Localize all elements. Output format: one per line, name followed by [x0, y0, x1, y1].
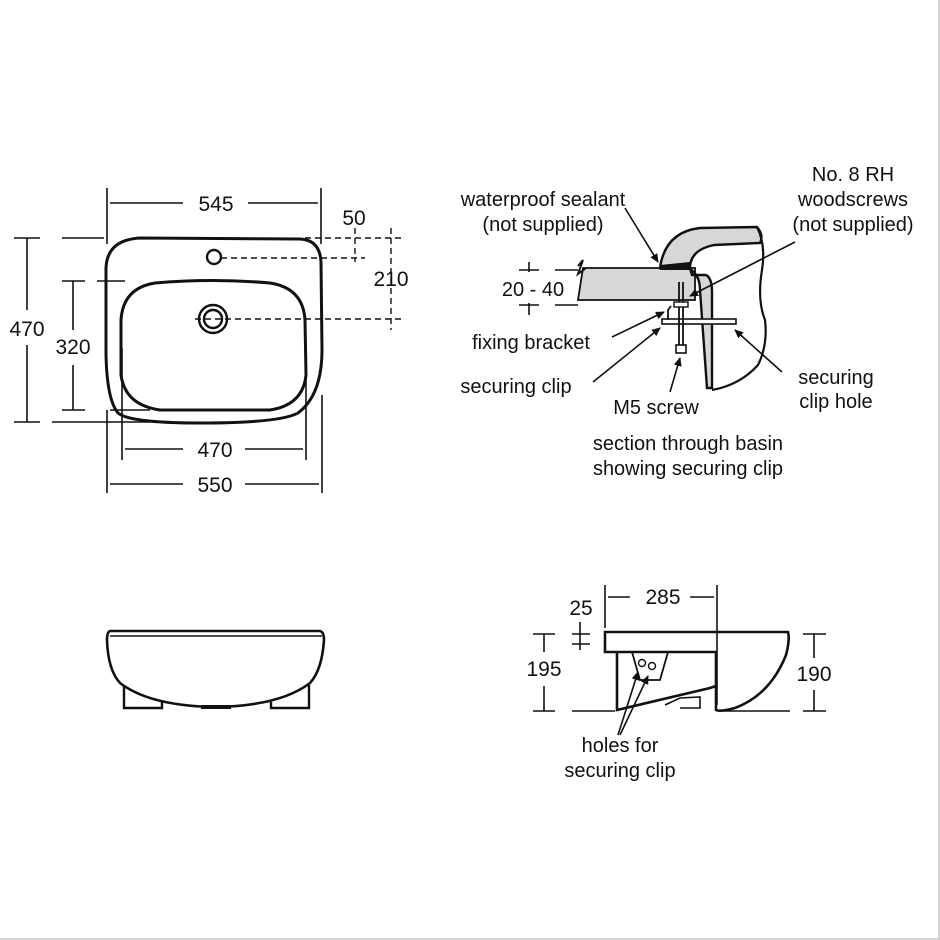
- dim-width-550: 550: [197, 474, 232, 497]
- dim-tap-offset-50: 50: [342, 207, 365, 230]
- dim-bowl-width-470: 470: [197, 439, 232, 462]
- label-clip-hole-2: clip hole: [799, 391, 872, 413]
- caption-section-1: section through basin: [593, 433, 783, 455]
- dim-worktop-20-40: 20 - 40: [502, 279, 564, 301]
- front-view: [105, 629, 326, 710]
- bowl-outline: [119, 279, 308, 412]
- basin-outline: [104, 236, 324, 425]
- label-clip-hole-1: securing: [798, 367, 874, 389]
- label-securing-clip: securing clip: [460, 376, 571, 398]
- dim-height-195: 195: [526, 658, 561, 681]
- side-view: 285 25 195 190 holes for securing clip: [526, 585, 832, 782]
- label-screws-3: (not supplied): [792, 214, 913, 236]
- label-screws-1: No. 8 RH: [812, 164, 894, 186]
- label-holes-1: holes for: [582, 735, 659, 757]
- label-sealant-2: (not supplied): [482, 214, 603, 236]
- dim-bowl-height-190: 190: [796, 663, 831, 686]
- label-sealant-1: waterproof sealant: [460, 189, 626, 211]
- dim-bowl-depth-320: 320: [55, 336, 90, 359]
- dim-back-depth-285: 285: [645, 586, 680, 609]
- label-screws-2: woodscrews: [797, 189, 908, 211]
- caption-section-2: showing securing clip: [593, 458, 783, 480]
- dim-width-545: 545: [198, 193, 233, 216]
- label-fixing-bracket: fixing bracket: [472, 332, 590, 354]
- plan-view: 545 50 210 470 320 470 550: [9, 188, 409, 497]
- dim-rim-25: 25: [569, 597, 592, 620]
- tap-hole: [205, 248, 223, 266]
- label-holes-2: securing clip: [564, 760, 675, 782]
- section-view: 20 - 40 waterproof sealant (not supplied…: [460, 164, 914, 480]
- dim-waste-offset-210: 210: [373, 268, 408, 291]
- label-m5-screw: M5 screw: [613, 397, 699, 419]
- dim-depth-470: 470: [9, 318, 44, 341]
